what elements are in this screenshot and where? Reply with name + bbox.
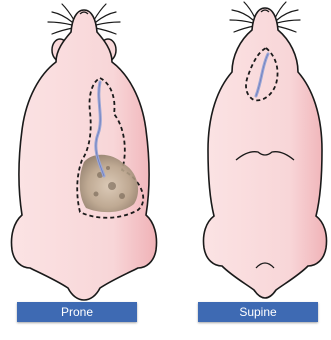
supine-label: Supine — [198, 302, 318, 322]
supine-mouse — [203, 2, 326, 298]
supine-body — [203, 8, 326, 298]
prone-label: Prone — [17, 302, 137, 322]
prone-mouse — [11, 4, 156, 300]
